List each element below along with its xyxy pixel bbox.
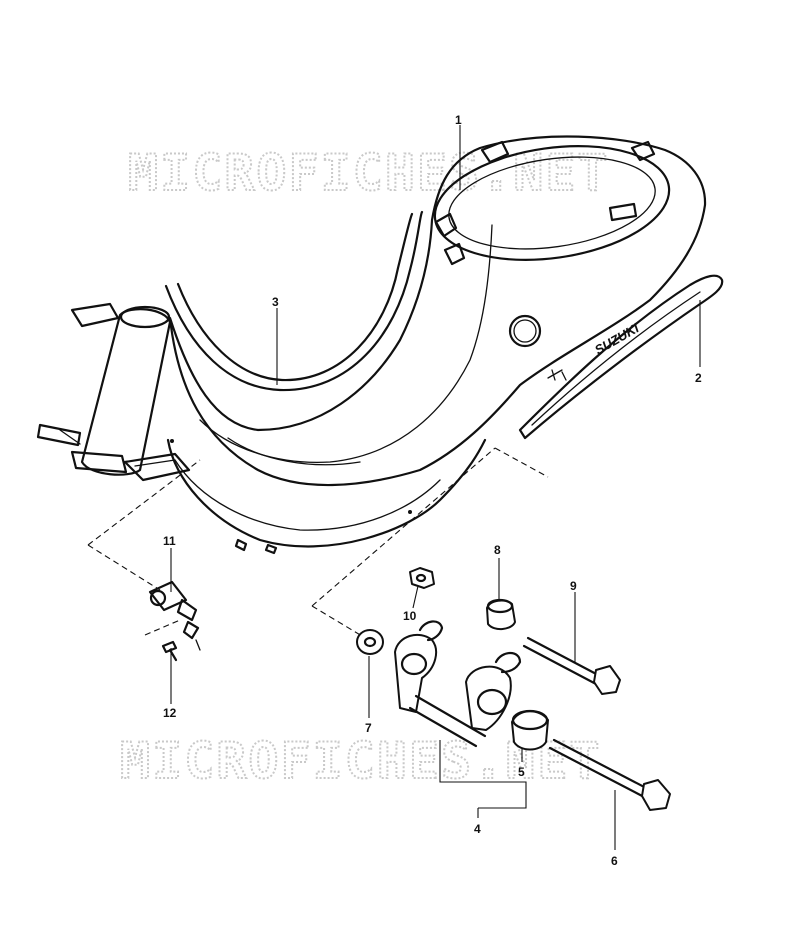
callout-11: 11 xyxy=(163,534,176,548)
callout-3: 3 xyxy=(272,295,279,309)
part-1-leg-shield xyxy=(166,135,707,555)
callout-1: 1 xyxy=(455,113,462,127)
callout-2: 2 xyxy=(695,371,702,385)
part-7-grommet xyxy=(356,629,384,655)
part-4-bracket xyxy=(394,620,522,748)
part-6-bolt xyxy=(548,738,671,811)
callout-12: 12 xyxy=(163,706,177,720)
part-11-ignition-switch xyxy=(148,580,201,651)
part-10-nut xyxy=(409,567,435,589)
watermark-top: MICROFICHES.NET xyxy=(128,144,610,202)
callout-8: 8 xyxy=(494,543,501,557)
callout-9: 9 xyxy=(570,579,577,593)
assembly-lines xyxy=(87,447,549,637)
steering-stem xyxy=(36,302,191,482)
callout-numbers: 1 2 3 4 5 6 7 8 9 10 11 12 xyxy=(163,113,702,868)
callout-10: 10 xyxy=(403,609,417,623)
callout-5: 5 xyxy=(518,765,525,779)
part-2-emblem-strip: SUZUKI xyxy=(518,274,724,440)
part-3-edge-trim xyxy=(164,210,424,392)
part-5-rubber-bush xyxy=(511,709,549,751)
part-9-bolt xyxy=(522,636,621,695)
callout-7: 7 xyxy=(365,721,372,735)
callout-6: 6 xyxy=(611,854,618,868)
callout-4: 4 xyxy=(474,822,481,836)
part-12-screw xyxy=(161,640,178,662)
leader-lines xyxy=(170,125,701,850)
part-8-bushing xyxy=(486,598,516,630)
